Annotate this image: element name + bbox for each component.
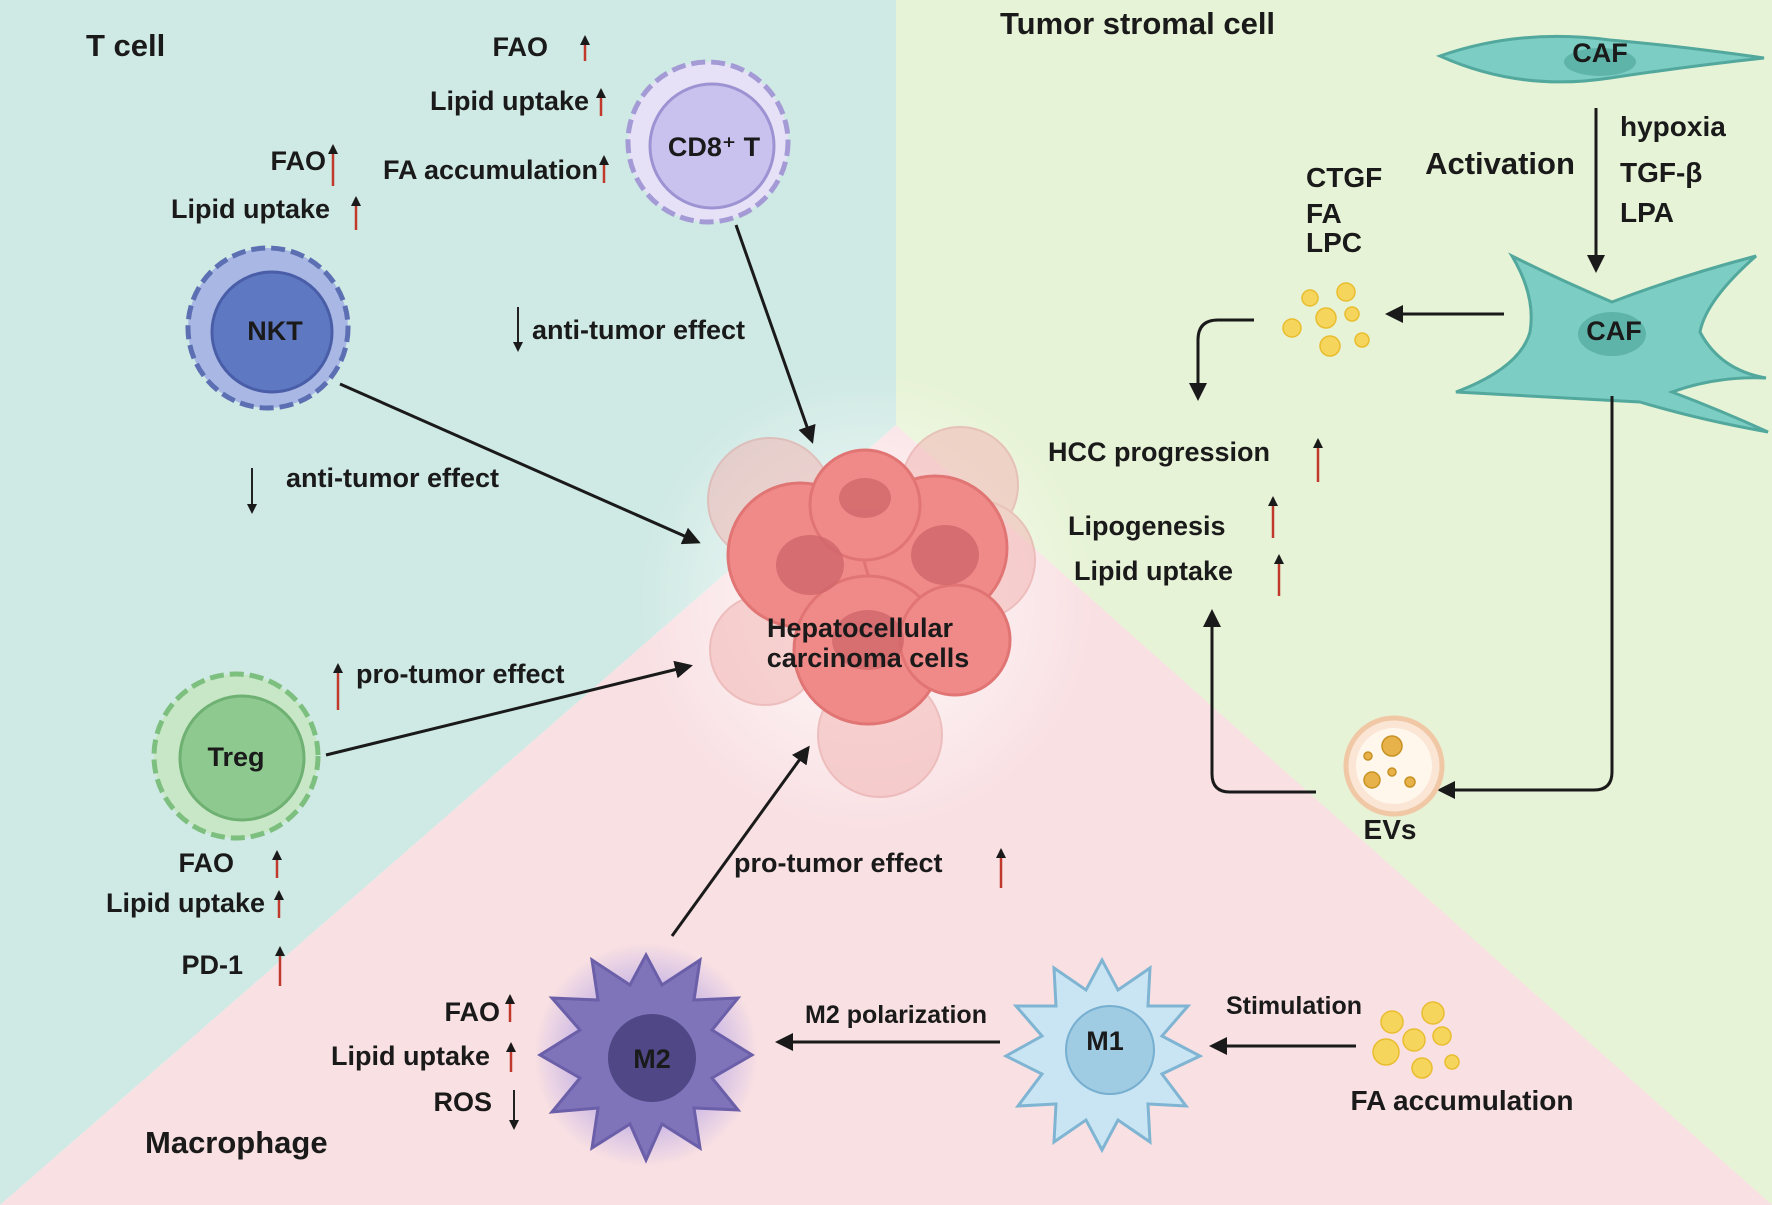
arrow-evs-to-lipid-uptake [1203, 609, 1316, 794]
m2-fao-label: FAO [444, 997, 500, 1027]
treg-label: Treg [207, 742, 264, 772]
m2-macrophage: M2 [534, 943, 758, 1167]
cd8-fao-label: FAO [492, 32, 548, 62]
factor-tgf-beta: TGF-β [1620, 157, 1702, 188]
caf-main-cell: CAF [1455, 252, 1769, 434]
m2-label: M2 [633, 1044, 671, 1074]
nkt-fao-label: FAO [270, 146, 326, 176]
treg-effect-label: pro-tumor effect [356, 659, 565, 689]
m1-macrophage: M1 [1002, 956, 1204, 1154]
m2-ros-label: ROS [433, 1087, 492, 1117]
caf-top-cell: CAF [1435, 34, 1765, 84]
secreted-fa: FA [1306, 198, 1342, 229]
lipid-droplets-icon [1372, 1001, 1460, 1079]
lipid-droplets-icon [1282, 282, 1370, 357]
factor-hypoxia: hypoxia [1620, 111, 1726, 142]
factor-lpa: LPA [1620, 197, 1674, 228]
stimulation-label: Stimulation [1226, 992, 1362, 1020]
secreted-lpc: LPC [1306, 227, 1362, 258]
m2-lipid-uptake-label: Lipid uptake [331, 1041, 490, 1071]
lipogenesis-label: Lipogenesis [1068, 511, 1226, 541]
m2-effect-label: pro-tumor effect [734, 848, 943, 878]
arrow-m2-to-hcc [670, 745, 810, 937]
fa-accumulation-label: FA accumulation [1350, 1085, 1573, 1116]
treg-fao-label: FAO [178, 848, 234, 878]
secreted-ctgf: CTGF [1306, 162, 1382, 193]
treg-cell: Treg [151, 671, 321, 841]
treg-lipid-uptake-label: Lipid uptake [106, 888, 265, 918]
section-title-t-cell: T cell [86, 28, 165, 63]
evs-vesicle [1343, 715, 1445, 817]
cd8-lipid-uptake-label: Lipid uptake [430, 86, 589, 116]
evs-label: EVs [1364, 814, 1417, 845]
arrow-nkt-to-hcc [339, 382, 701, 545]
nkt-effect-label: anti-tumor effect [286, 463, 499, 493]
nkt-lipid-uptake-label: Lipid uptake [171, 194, 330, 224]
activation-label: Activation [1425, 146, 1575, 181]
arrow-treg-to-hcc [325, 660, 693, 757]
stromal-lipid-uptake-label: Lipid uptake [1074, 556, 1233, 586]
hcc-progression-label: HCC progression [1048, 437, 1270, 467]
caf-main-label: CAF [1586, 316, 1642, 346]
caf-top-label: CAF [1572, 38, 1628, 68]
arrow-droplets-to-hcc-progression [1189, 318, 1254, 401]
hcc-label-line1: Hepatocellular [767, 613, 954, 643]
section-title-stromal: Tumor stromal cell [1000, 6, 1275, 41]
cd8-label: CD8⁺ T [668, 132, 761, 162]
cd8-fa-accumulation-label: FA accumulation [383, 155, 598, 185]
hcc-label-line2: carcinoma cells [767, 643, 970, 673]
nkt-label: NKT [247, 316, 303, 346]
cd8-effect-label: anti-tumor effect [532, 315, 745, 345]
nkt-cell: NKT [185, 245, 351, 411]
arrow-caf-to-evs [1437, 396, 1614, 799]
m2-polarization-label: M2 polarization [805, 1001, 987, 1029]
treg-pd1-label: PD-1 [181, 950, 243, 980]
cd8-t-cell: CD8⁺ T [625, 59, 791, 225]
m1-label: M1 [1086, 1026, 1124, 1056]
hcc-cell-cluster: Hepatocellular carcinoma cells [636, 372, 1096, 832]
section-title-macrophage: Macrophage [145, 1125, 328, 1160]
arrow-cd8-to-hcc [734, 224, 816, 444]
